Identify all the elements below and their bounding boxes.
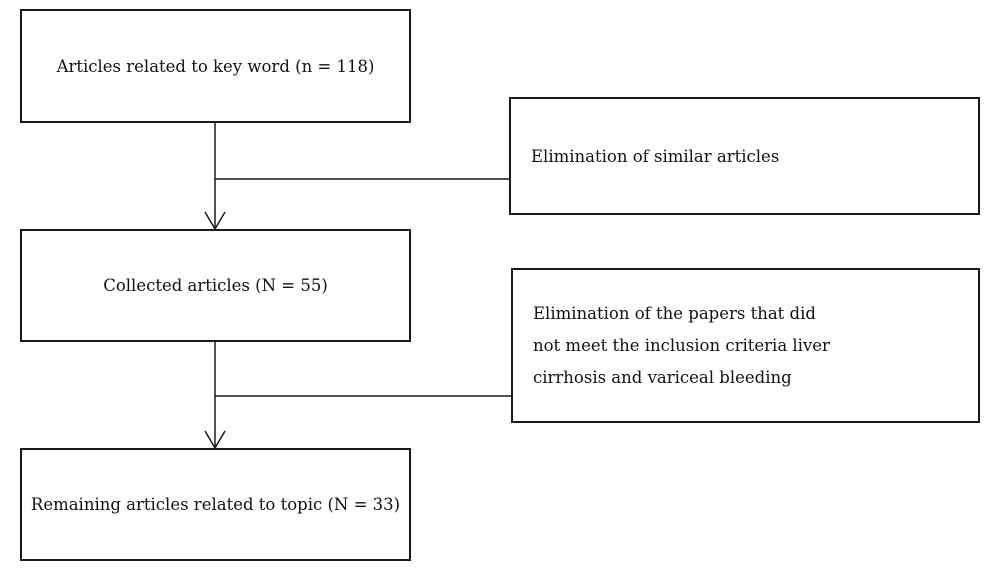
- arrow-head-collected: [204, 211, 226, 231]
- box-collected-articles-label: Collected articles (N = 55): [103, 276, 328, 295]
- box-elimination-similar: Elimination of similar articles: [509, 97, 980, 215]
- box-elimination-criteria-line-3: cirrhosis and variceal bleeding: [533, 367, 792, 387]
- box-collected-articles: Collected articles (N = 55): [20, 229, 411, 342]
- box-elimination-criteria-line-1: Elimination of the papers that did: [533, 303, 816, 323]
- arrow-head-remaining: [204, 430, 226, 450]
- box-elimination-similar-label: Elimination of similar articles: [531, 146, 780, 166]
- box-remaining-articles: Remaining articles related to topic (N =…: [20, 448, 411, 561]
- box-articles-key-word-label: Articles related to key word (n = 118): [56, 56, 375, 76]
- box-elimination-criteria-text: Elimination of the papers that did not m…: [533, 304, 830, 388]
- box-elimination-criteria-line-2: not meet the inclusion criteria liver: [533, 335, 830, 355]
- box-remaining-articles-label: Remaining articles related to topic (N =…: [30, 495, 401, 514]
- box-articles-key-word: Articles related to key word (n = 118): [20, 9, 411, 123]
- box-elimination-criteria: Elimination of the papers that did not m…: [511, 268, 980, 423]
